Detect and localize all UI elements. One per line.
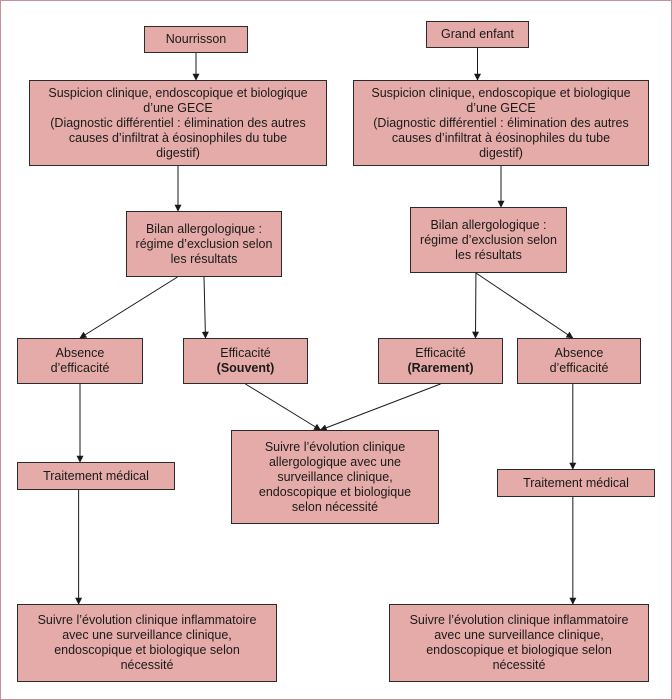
node-label: Nourrisson bbox=[165, 32, 227, 46]
node-label: digestif) bbox=[156, 145, 200, 160]
node-label: Suspicion clinique, endoscopique et biol… bbox=[48, 85, 308, 100]
node-suivre-allergo: Suivre l’évolution clinique allergologiq… bbox=[231, 430, 439, 524]
node-label-bold: (Rarement) bbox=[407, 361, 474, 375]
node-label: les résultats bbox=[455, 247, 522, 262]
node-label: (Diagnostic différentiel : élimination d… bbox=[373, 115, 629, 130]
node-suspicion-left: Suspicion clinique, endoscopique et biol… bbox=[29, 80, 327, 166]
node-absence-right: Absence d’efficacité bbox=[517, 338, 641, 384]
node-label: selon nécessité bbox=[291, 499, 379, 514]
edge-efficacite-rarement-to-suivre-allergo bbox=[319, 383, 441, 432]
node-label: les résultats bbox=[170, 251, 238, 266]
node-suspicion-right: Suspicion clinique, endoscopique et biol… bbox=[353, 80, 649, 166]
node-label: nécessité bbox=[120, 658, 174, 672]
node-label: avec une surveillance clinique, bbox=[62, 628, 232, 642]
node-label: (Diagnostic différentiel : élimination d… bbox=[50, 115, 306, 130]
node-label: Bilan allergologique : bbox=[430, 217, 547, 232]
node-label: Efficacité bbox=[220, 346, 271, 360]
node-label: Absence bbox=[55, 346, 105, 360]
node-label: d’une GECE bbox=[143, 100, 213, 115]
node-label: Suivre l’évolution clinique inflammatoir… bbox=[409, 613, 629, 627]
node-label: endoscopique et biologique selon bbox=[426, 643, 612, 657]
node-label: d’efficacité bbox=[549, 361, 609, 375]
node-label: nécessité bbox=[492, 658, 546, 672]
node-efficacite-souvent: Efficacité (Souvent) bbox=[183, 338, 308, 384]
node-label: Traitement médical bbox=[43, 468, 149, 483]
node-label: Suivre l’évolution clinique bbox=[264, 439, 406, 454]
node-label: Suivre l’évolution clinique inflammatoir… bbox=[37, 613, 257, 627]
node-label: digestif) bbox=[479, 145, 523, 160]
edge-bilan-left-to-absence-left bbox=[79, 276, 178, 339]
node-label: Absence bbox=[554, 346, 604, 360]
node-label: causes d’infiltrat à éosinophiles du tub… bbox=[68, 130, 288, 145]
node-suivre-left: Suivre l’évolution clinique inflammatoir… bbox=[17, 604, 277, 682]
node-traitement-right: Traitement médical bbox=[497, 469, 655, 497]
node-label: Efficacité bbox=[415, 346, 466, 360]
node-label: allergologique avec une bbox=[268, 454, 402, 469]
node-label: surveillance clinique, bbox=[277, 469, 393, 484]
node-label-bold: (Souvent) bbox=[216, 361, 275, 375]
node-label: Suspicion clinique, endoscopique et biol… bbox=[371, 85, 631, 100]
edge-bilan-right-to-absence-right bbox=[475, 272, 574, 339]
node-absence-left: Absence d’efficacité bbox=[17, 338, 143, 384]
node-label: Grand enfant bbox=[441, 27, 514, 41]
node-bilan-left: Bilan allergologique : régime d’exclusio… bbox=[126, 211, 282, 277]
node-label: avec une surveillance clinique, bbox=[434, 628, 604, 642]
node-label: causes d’infiltrat à éosinophiles du tub… bbox=[391, 130, 611, 145]
node-label: endoscopique et biologique selon bbox=[54, 643, 240, 657]
node-label: régime d’exclusion selon bbox=[420, 232, 557, 247]
node-label: endoscopique et biologique bbox=[258, 484, 412, 499]
node-efficacite-rarement: Efficacité (Rarement) bbox=[378, 338, 503, 384]
node-label: d’efficacité bbox=[50, 361, 110, 375]
node-grand-enfant: Grand enfant bbox=[426, 21, 529, 48]
node-traitement-left: Traitement médical bbox=[17, 462, 175, 490]
node-label: d’une GECE bbox=[466, 100, 536, 115]
node-nourrisson: Nourrisson bbox=[144, 26, 248, 53]
node-label: Traitement médical bbox=[523, 475, 629, 490]
edge-efficacite-souvent-to-suivre-allergo bbox=[245, 383, 322, 431]
node-suivre-right: Suivre l’évolution clinique inflammatoir… bbox=[389, 604, 649, 682]
node-bilan-right: Bilan allergologique : régime d’exclusio… bbox=[410, 207, 567, 273]
node-label: Bilan allergologique : bbox=[145, 221, 263, 236]
node-label: régime d’exclusion selon bbox=[135, 236, 273, 251]
edge-bilan-left-to-efficacite-souvent bbox=[201, 276, 209, 339]
